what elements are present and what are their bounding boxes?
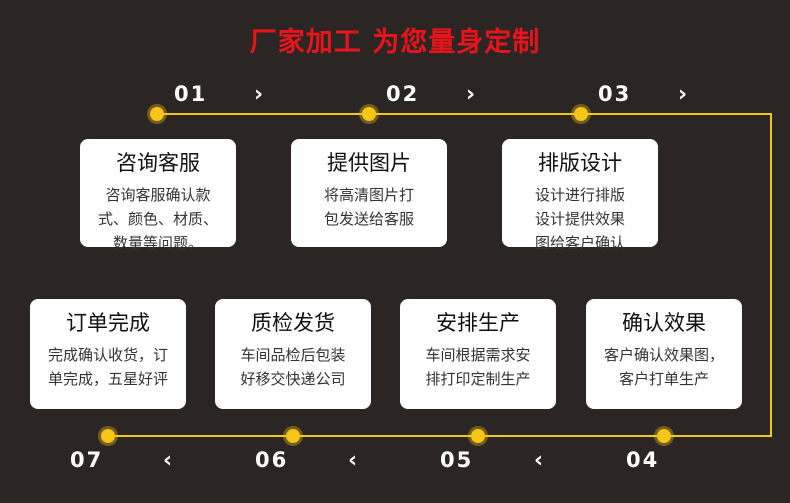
step-number-01: 01 [174,82,208,106]
step-number-04: 04 [626,448,660,472]
step-card-order-complete: 订单完成 完成确认收货，订 单完成，五星好评 [30,299,186,409]
chevron-right-icon: › [466,82,476,107]
step-desc: 设计进行排版 设计提供效果 图给客户确认 [534,186,625,252]
step-title: 排版设计 [538,151,622,175]
timeline-dot-04 [657,429,671,443]
step-title: 提供图片 [327,151,411,175]
step-desc: 客户确认效果图， 客户打单生产 [603,346,724,388]
timeline-bottom-line [108,435,772,437]
step-title: 确认效果 [622,311,706,335]
step-number-06: 06 [255,448,289,472]
step-card-design: 排版设计 设计进行排版 设计提供效果 图给客户确认 [502,139,658,252]
step-number-02: 02 [386,82,420,106]
step-title: 安排生产 [436,311,520,335]
timeline-top-line [156,113,772,115]
timeline-dot-01 [150,107,164,121]
step-number-05: 05 [440,448,474,472]
step-number-07: 07 [70,448,104,472]
step-desc: 完成确认收货，订 单完成，五星好评 [47,346,168,388]
step-number-03: 03 [598,82,632,106]
step-card-confirm: 确认效果 客户确认效果图， 客户打单生产 [586,299,742,409]
step-card-images: 提供图片 将高清图片打 包发送给客服 [291,139,447,247]
step-desc: 咨询客服确认款 式、颜色、材质、 数量等问题。 [97,186,218,252]
step-title: 订单完成 [66,311,150,335]
chevron-right-icon: › [254,82,264,107]
step-card-consult: 咨询客服 咨询客服确认款 式、颜色、材质、 数量等问题。 [80,139,236,252]
step-desc: 车间品检后包装 好移交快递公司 [240,346,346,388]
step-title: 咨询客服 [116,151,200,175]
timeline-dot-05 [471,429,485,443]
step-desc: 将高清图片打 包发送给客服 [323,186,414,228]
chevron-left-icon: ‹ [534,448,544,473]
timeline-right-line [770,113,772,437]
page-title: 厂家加工 为您量身定制 [249,27,541,58]
timeline-dot-06 [286,429,300,443]
step-card-production: 安排生产 车间根据需求安 排打印定制生产 [400,299,556,409]
timeline-dot-03 [574,107,588,121]
step-card-inspection: 质检发货 车间品检后包装 好移交快递公司 [215,299,371,409]
step-title: 质检发货 [251,311,335,335]
timeline-dot-07 [101,429,115,443]
step-desc: 车间根据需求安 排打印定制生产 [425,346,531,388]
chevron-left-icon: ‹ [163,448,173,473]
chevron-left-icon: ‹ [348,448,358,473]
chevron-right-icon: › [678,82,688,107]
timeline-dot-02 [362,107,376,121]
